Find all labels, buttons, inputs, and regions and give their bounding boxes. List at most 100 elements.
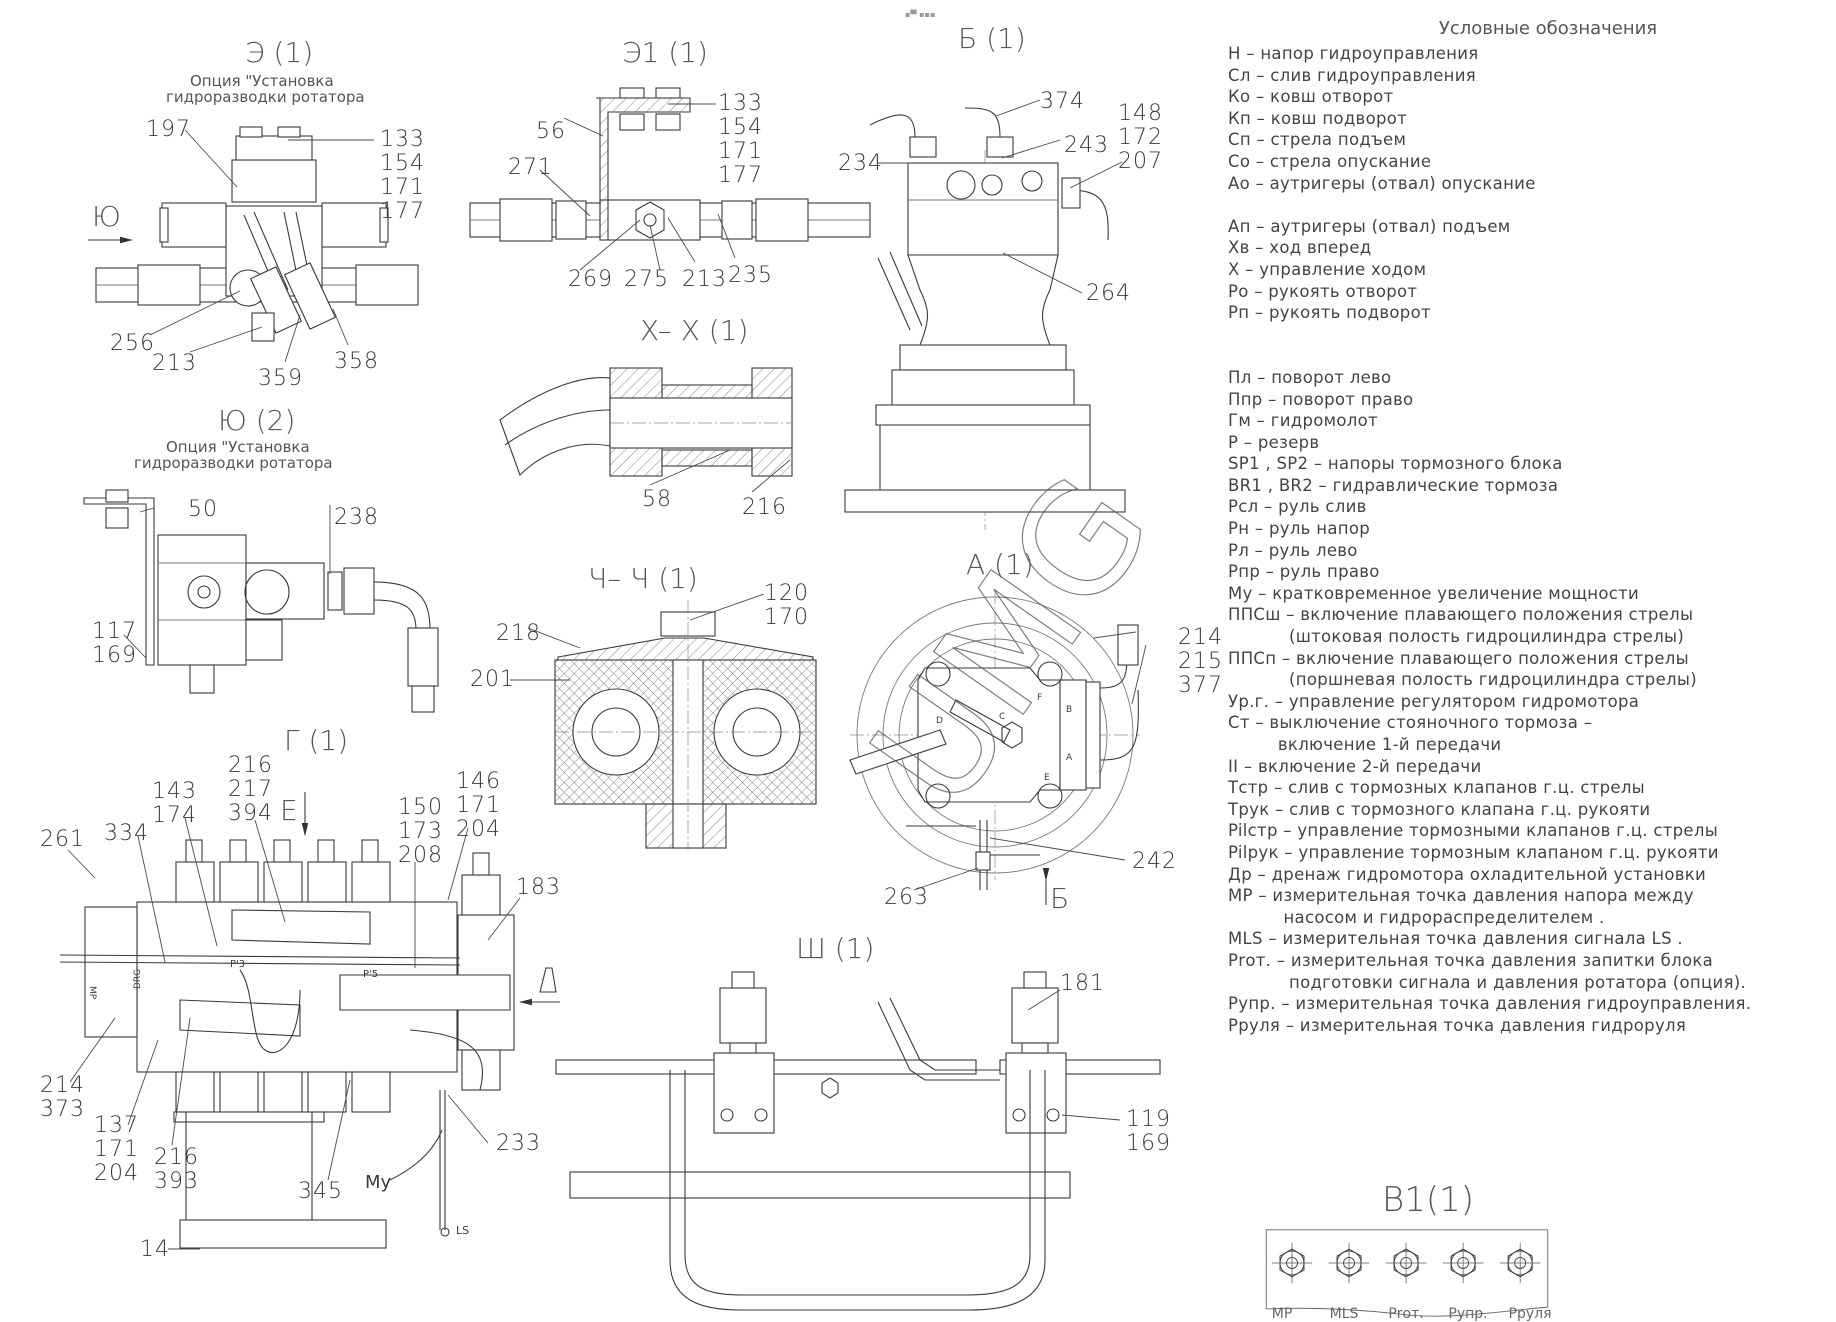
callout: 171 (718, 139, 763, 164)
view-xx-title: X– X (1) (640, 314, 748, 347)
callout: 218 (496, 621, 541, 646)
view-sh: Ш (1) 181 119 169 (555, 932, 1171, 1311)
port-label: P'5 (363, 969, 378, 980)
legend-item: Ао – аутригеры (отвал) опускание (1228, 173, 1536, 193)
legend-item: MLS – измерительная точка давления сигна… (1228, 929, 1683, 949)
measuring-point-icon (1271, 1242, 1313, 1284)
legend-item: Со – стрела опускание (1228, 151, 1432, 171)
callout: 56 (536, 119, 566, 144)
callout: 261 (40, 827, 85, 852)
callout: 393 (154, 1169, 199, 1194)
motor-head (907, 162, 1059, 256)
legend-item: Гм – гидромолот (1228, 411, 1378, 431)
callout: 359 (258, 366, 303, 391)
callout: 169 (1126, 1131, 1171, 1156)
port-label: P'3 (230, 959, 245, 970)
legend-item: МР – измерительная точка давления напора… (1228, 886, 1694, 906)
legend-item: Сп – стрела подъем (1228, 130, 1407, 150)
callout: 177 (380, 199, 425, 224)
view-g-title: Г (1) (284, 724, 348, 757)
view-sh-title: Ш (1) (796, 932, 874, 965)
legend-item: Пл – поворот лево (1228, 367, 1392, 387)
legend-item: включение 1-й передачи (1228, 735, 1502, 754)
callout: 204 (456, 817, 501, 842)
line-label: LS (456, 1224, 469, 1237)
view-e1-subtitle-2: гидроразводки ротатора (166, 88, 365, 106)
legend-item: Рсл – руль слив (1228, 497, 1367, 517)
callout: 214 (1178, 625, 1223, 650)
legend-item: SP1 , SP2 – напоры тормозного блока (1228, 454, 1563, 474)
sheet-marker: ▪▀ ▪▪▪ (905, 10, 936, 19)
callout: 146 (456, 769, 501, 794)
callout: 256 (110, 331, 155, 356)
legend-item: Ап – аутригеры (отвал) подъем (1228, 216, 1511, 236)
legend-item: Рупр. – измерительная точка давления гид… (1228, 994, 1752, 1014)
callout: 217 (228, 777, 273, 802)
callout: 14 (140, 1237, 170, 1262)
view-yu-subtitle-1: Опция "Установка (166, 438, 310, 456)
callout: 358 (334, 349, 379, 374)
callout: 374 (1040, 89, 1085, 114)
callout: 174 (152, 803, 197, 828)
view-ch: Ч– Ч (1) 120 170 218 201 (470, 562, 817, 850)
measuring-point-label: Рrот. (1388, 1306, 1424, 1322)
legend-item: Pilрук – управление тормозным клапаном г… (1228, 842, 1719, 862)
callout: 154 (380, 151, 425, 176)
legend-item: насосом и гидрораспределителем . (1228, 907, 1605, 927)
callout: 269 (568, 267, 613, 292)
callout: 377 (1178, 673, 1223, 698)
callout: 373 (40, 1097, 85, 1122)
callout: 143 (152, 779, 197, 804)
callout: 214 (40, 1073, 85, 1098)
section-arrow-e (518, 967, 560, 1006)
callout: 181 (1060, 971, 1105, 996)
callout: 50 (188, 497, 218, 522)
callout: 177 (718, 163, 763, 188)
callout: 171 (94, 1137, 139, 1162)
callout: 133 (718, 91, 763, 116)
view-yu-title: Ю (2) (218, 404, 295, 437)
callout: 120 (764, 581, 809, 606)
legend-item: Сл – слив гидроуправления (1228, 65, 1476, 85)
callout: 58 (642, 487, 672, 512)
view-a: A (1) F B D C A E Б 214 215 (849, 548, 1223, 915)
callout: 334 (104, 821, 149, 846)
port-label: B (1066, 705, 1072, 715)
legend-item: Н – напор гидроуправления (1228, 44, 1479, 63)
callout: 234 (838, 151, 883, 176)
callout: 204 (94, 1161, 139, 1186)
callout: 345 (298, 1179, 343, 1204)
callout: 216 (228, 753, 273, 778)
legend-item: (штоковая полость гидроцилиндра стрелы) (1228, 627, 1685, 647)
view-a-title: A (1) (966, 548, 1034, 581)
bracket (83, 497, 155, 666)
legend-item: Рrот. – измерительная точка давления зап… (1228, 950, 1714, 970)
legend-item (1228, 324, 1828, 346)
port-label: DRG (133, 969, 143, 989)
legend-item: ППСш – включение плавающего положения ст… (1228, 605, 1694, 625)
legend-item: Ко – ковш отворот (1228, 87, 1394, 107)
legend-item: Ппр – поворот право (1228, 389, 1414, 409)
legend-item (1228, 345, 1828, 367)
line-label: Му (365, 1172, 392, 1193)
view-e1: Э (1) Опция "Установка гидроразводки рот… (88, 36, 425, 391)
callout: 137 (94, 1113, 139, 1138)
solenoid-valve-right (1005, 971, 1067, 1134)
view-xx: X– X (1) 58 216 (499, 314, 793, 520)
legend-title: Условные обозначения (1438, 18, 1658, 39)
hose (499, 377, 611, 476)
callout: 238 (334, 505, 379, 530)
spool-caps (175, 839, 501, 1113)
solenoid-valve-left (713, 971, 775, 1134)
callout: 197 (146, 117, 191, 142)
bracket (596, 97, 691, 241)
port-label: F (1037, 693, 1042, 703)
view-yu: Ю (2) Опция "Установка гидроразводки рот… (83, 404, 439, 713)
valve-block (157, 534, 247, 666)
callout: 148 (1118, 101, 1163, 126)
measuring-point-icon (1442, 1242, 1484, 1284)
callout: 133 (380, 127, 425, 152)
callout: 208 (398, 843, 443, 868)
measuring-point-icon (1499, 1242, 1541, 1284)
